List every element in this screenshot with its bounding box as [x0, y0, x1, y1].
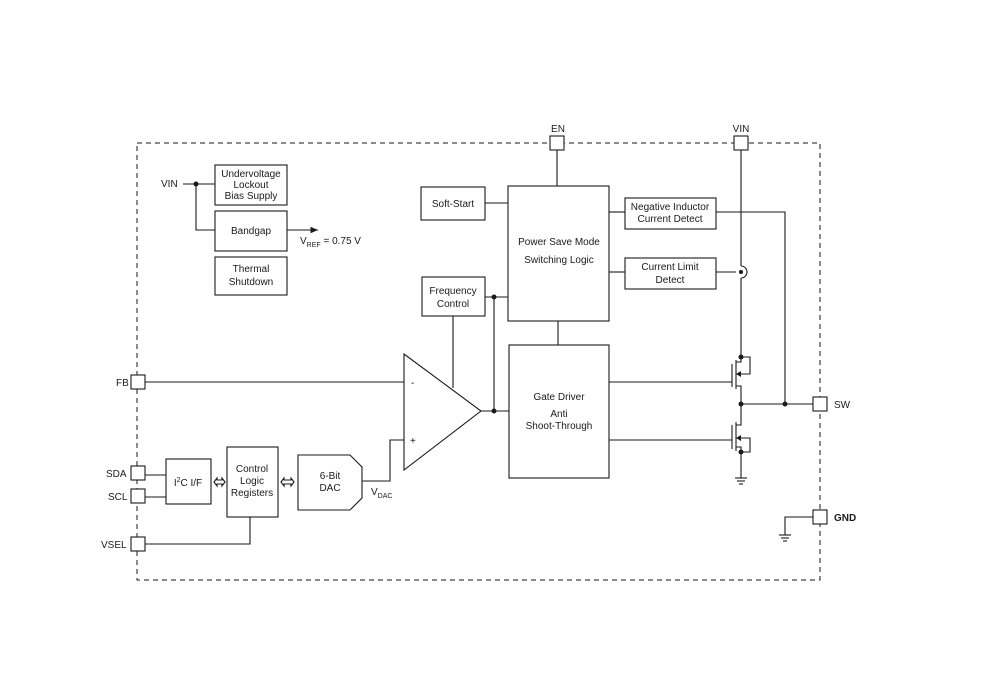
- pin-vsel-box: [130, 536, 146, 552]
- pin-gnd-label: GND: [834, 513, 856, 524]
- dac-opamp-wire: [362, 439, 404, 482]
- pin-fb-box: [130, 374, 146, 390]
- high-side-mosfet: [731, 354, 751, 404]
- pin-vin-top: VIN: [733, 124, 750, 151]
- vdac-label: VDAC: [371, 487, 392, 500]
- psm-line1: Power Save Mode: [518, 237, 600, 248]
- uvlo-block: Undervoltage Lockout Bias Supply: [214, 164, 288, 206]
- vref-label: VREF = 0.75 V: [300, 236, 361, 249]
- i2c-ctrl-bus: [213, 476, 226, 488]
- cur-lim-line2: Detect: [656, 275, 685, 286]
- uvlo-line1: Undervoltage: [221, 169, 281, 180]
- gate-line2: Anti: [550, 409, 567, 420]
- vin-left-label: VIN: [161, 179, 178, 190]
- pin-en: EN: [549, 124, 565, 151]
- cur-lim-line1: Current Limit: [641, 262, 698, 273]
- ctrl-line3: Registers: [231, 488, 273, 499]
- vin-bandgap-wire: [195, 184, 215, 231]
- dac-block: 6-Bit DAC: [297, 454, 363, 511]
- bandgap-block: Bandgap: [214, 210, 288, 252]
- freq-junction: [491, 294, 497, 300]
- gate-block: Gate Driver Anti Shoot-Through: [508, 344, 610, 479]
- gnd-wire: [784, 516, 813, 535]
- i2c-label: I2C I/F: [174, 477, 202, 489]
- pin-vin-top-label: VIN: [733, 124, 750, 135]
- ic-boundary: [136, 142, 821, 581]
- current-sense-arc: [740, 265, 748, 279]
- pin-sda-box: [130, 465, 146, 481]
- negind-sw-wire: [716, 211, 786, 404]
- pin-sw-box: [812, 396, 828, 412]
- error-amplifier: [403, 352, 482, 472]
- opamp-minus: -: [411, 378, 414, 389]
- ctrl-dac-bus: [280, 476, 295, 488]
- dac-line1: 6-Bit: [320, 471, 341, 482]
- gate-line3: Shoot-Through: [526, 421, 593, 432]
- pin-en-box: [549, 135, 565, 151]
- ctrl-line2: Logic: [240, 476, 264, 487]
- current-sense-dot: [739, 270, 743, 274]
- thermal-block: Thermal Shutdown: [214, 256, 288, 296]
- thermal-line2: Shutdown: [229, 277, 273, 288]
- freq-line1: Frequency: [429, 286, 476, 297]
- cur-lim-block: Current Limit Detect: [624, 257, 717, 290]
- bandgap-label: Bandgap: [231, 226, 271, 237]
- neg-ind-block: Negative Inductor Current Detect: [624, 197, 717, 230]
- psm-line2: Switching Logic: [524, 255, 593, 266]
- uvlo-line3: Bias Supply: [225, 191, 278, 202]
- low-side-mosfet: [731, 404, 751, 455]
- pin-vsel-label: VSEL: [101, 540, 127, 551]
- ls-ground-icon: [735, 452, 747, 485]
- uvlo-line2: Lockout: [233, 180, 268, 191]
- neg-ind-line2: Current Detect: [637, 214, 702, 225]
- psm-block: Power Save Mode Switching Logic: [507, 185, 610, 322]
- softstart-label: Soft-Start: [432, 199, 474, 210]
- pin-vin-top-box: [733, 135, 749, 151]
- sw-sense-junction: [782, 401, 788, 407]
- freq-block: Frequency Control: [421, 276, 486, 317]
- gnd-ground-icon: [779, 534, 791, 542]
- i2c-block: I2C I/F: [165, 458, 212, 505]
- pin-sw-label: SW: [834, 400, 851, 411]
- dac-line2: DAC: [319, 483, 340, 494]
- freq-line2: Control: [437, 299, 469, 310]
- pin-scl-label: SCL: [108, 492, 128, 503]
- pin-gnd-box: [812, 509, 828, 525]
- vsel-wire: [145, 517, 251, 545]
- gate-line1: Gate Driver: [533, 392, 585, 403]
- neg-ind-line1: Negative Inductor: [631, 202, 710, 213]
- softstart-block: Soft-Start: [420, 186, 486, 221]
- pin-fb-label: FB: [116, 378, 129, 389]
- pin-en-label: EN: [551, 124, 565, 135]
- pin-sda-label: SDA: [106, 469, 127, 480]
- pin-scl-box: [130, 488, 146, 504]
- ctrl-block: Control Logic Registers: [226, 446, 279, 518]
- thermal-line1: Thermal: [233, 264, 270, 275]
- ctrl-line1: Control: [236, 464, 268, 475]
- opamp-plus: +: [410, 436, 416, 447]
